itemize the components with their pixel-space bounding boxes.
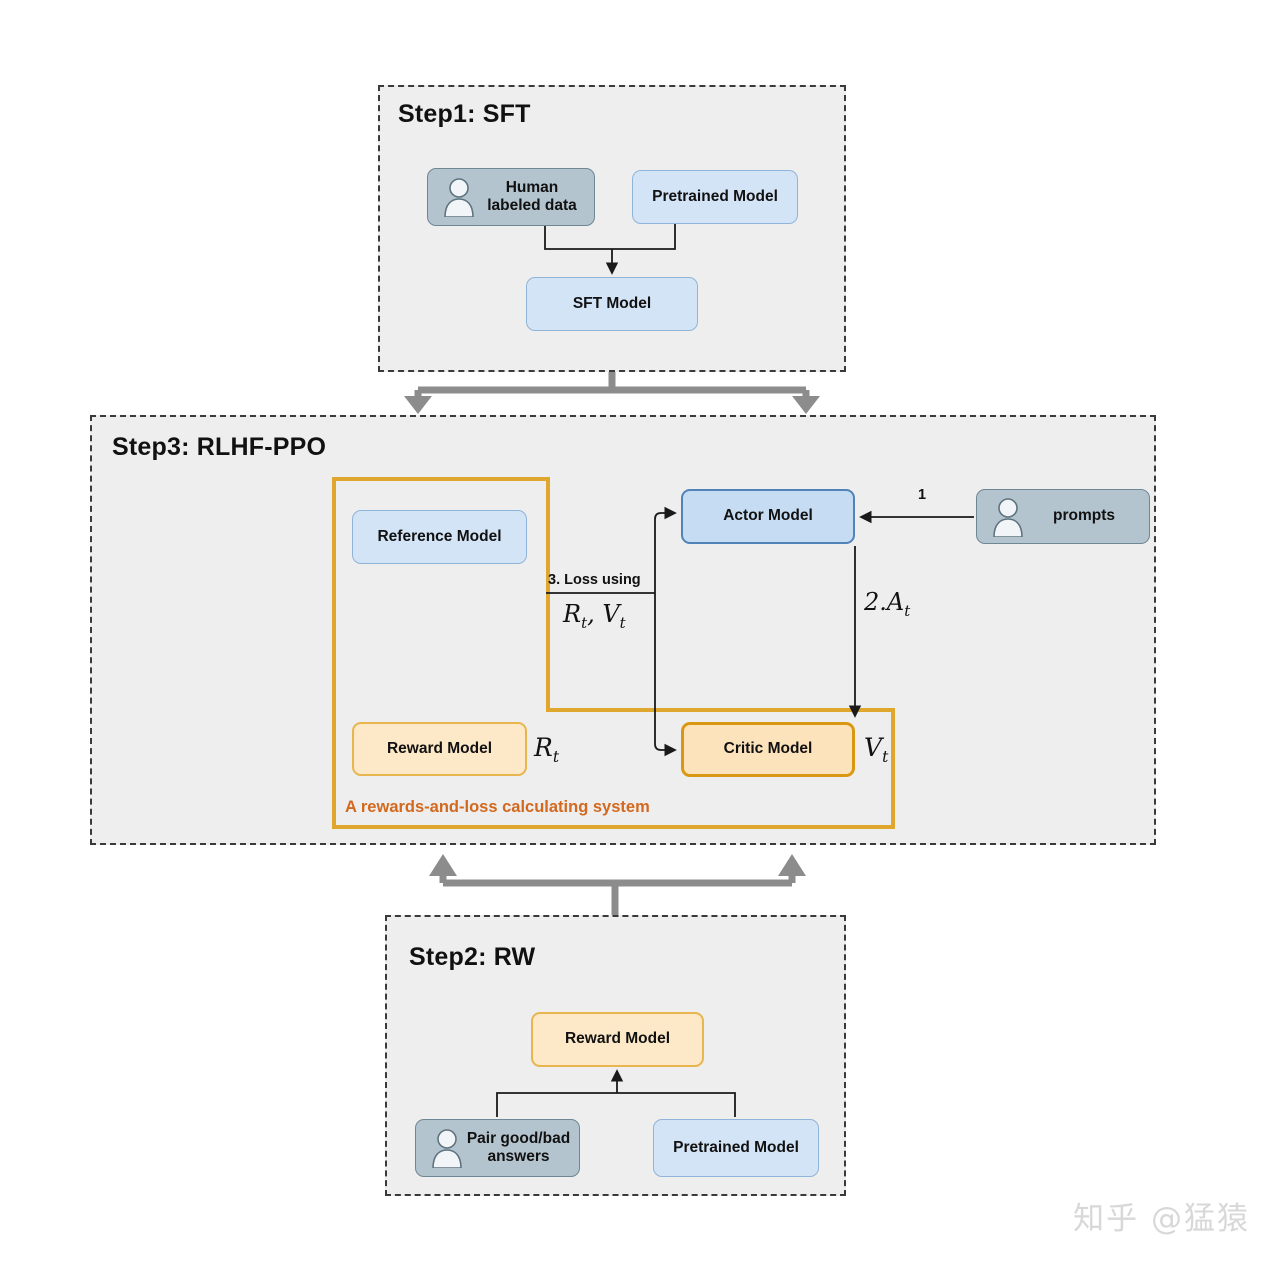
node-label: Pretrained Model <box>652 187 778 205</box>
node-label-line1: Human <box>505 178 559 196</box>
edge-label-prompts-to-actor: 1 <box>918 487 927 503</box>
group-caption-rewards-and-loss: A rewards-and-loss calculating system <box>345 798 650 816</box>
node-sft-model[interactable]: SFT Model <box>526 277 698 331</box>
person-icon <box>430 1128 464 1169</box>
node-step3-reward-model[interactable]: Reward Model <box>352 722 527 776</box>
step1-to-step3-connector <box>414 372 810 398</box>
step2-title: Step2: RW <box>409 943 536 971</box>
person-icon <box>442 177 476 218</box>
node-actor-model[interactable]: Actor Model <box>681 489 855 544</box>
node-label: Critic Model <box>723 740 813 758</box>
person-icon <box>991 497 1025 538</box>
node-label: Pair good/bad answers <box>425 1130 570 1167</box>
edge-label-loss-terms: Rt, Vt <box>563 600 626 632</box>
node-label: Reference Model <box>377 527 502 545</box>
edge-label-actor-to-critic: 2.At <box>864 588 911 620</box>
node-label: Reward Model <box>564 1030 671 1048</box>
step2-to-step3-connector <box>439 874 796 915</box>
node-prompts[interactable]: prompts <box>976 489 1150 544</box>
node-human-labeled-data[interactable]: Human labeled data <box>427 168 595 226</box>
watermark: 知乎 @猛猿 <box>1073 1201 1250 1237</box>
step2-to-step3-arrowheads <box>429 854 806 876</box>
node-label: Pretrained Model <box>673 1138 799 1156</box>
step3-title: Step3: RLHF-PPO <box>112 433 327 461</box>
node-label-line1: Pair good/bad <box>466 1129 571 1147</box>
node-label-line2: answers <box>487 1148 550 1165</box>
node-label: Human labeled data <box>445 179 577 216</box>
node-step1-pretrained-model[interactable]: Pretrained Model <box>632 170 798 224</box>
node-step2-reward-model[interactable]: Reward Model <box>531 1012 704 1067</box>
node-pair-good-bad-answers[interactable]: Pair good/bad answers <box>415 1119 580 1177</box>
node-label: prompts <box>1053 507 1115 525</box>
critic-model-output-label: Vt <box>864 733 889 766</box>
step1-title: Step1: SFT <box>398 100 531 128</box>
node-step2-pretrained-model[interactable]: Pretrained Model <box>653 1119 819 1177</box>
node-reference-model[interactable]: Reference Model <box>352 510 527 564</box>
edge-label-loss-using: 3. Loss using <box>548 572 641 588</box>
node-critic-model[interactable]: Critic Model <box>681 722 855 777</box>
step1-to-step3-arrowheads <box>404 396 820 414</box>
node-label: SFT Model <box>572 294 652 312</box>
node-label: Reward Model <box>386 739 493 757</box>
node-label-line2: labeled data <box>487 197 577 214</box>
reward-model-output-label: Rt <box>534 733 560 766</box>
node-label: Actor Model <box>723 507 813 525</box>
